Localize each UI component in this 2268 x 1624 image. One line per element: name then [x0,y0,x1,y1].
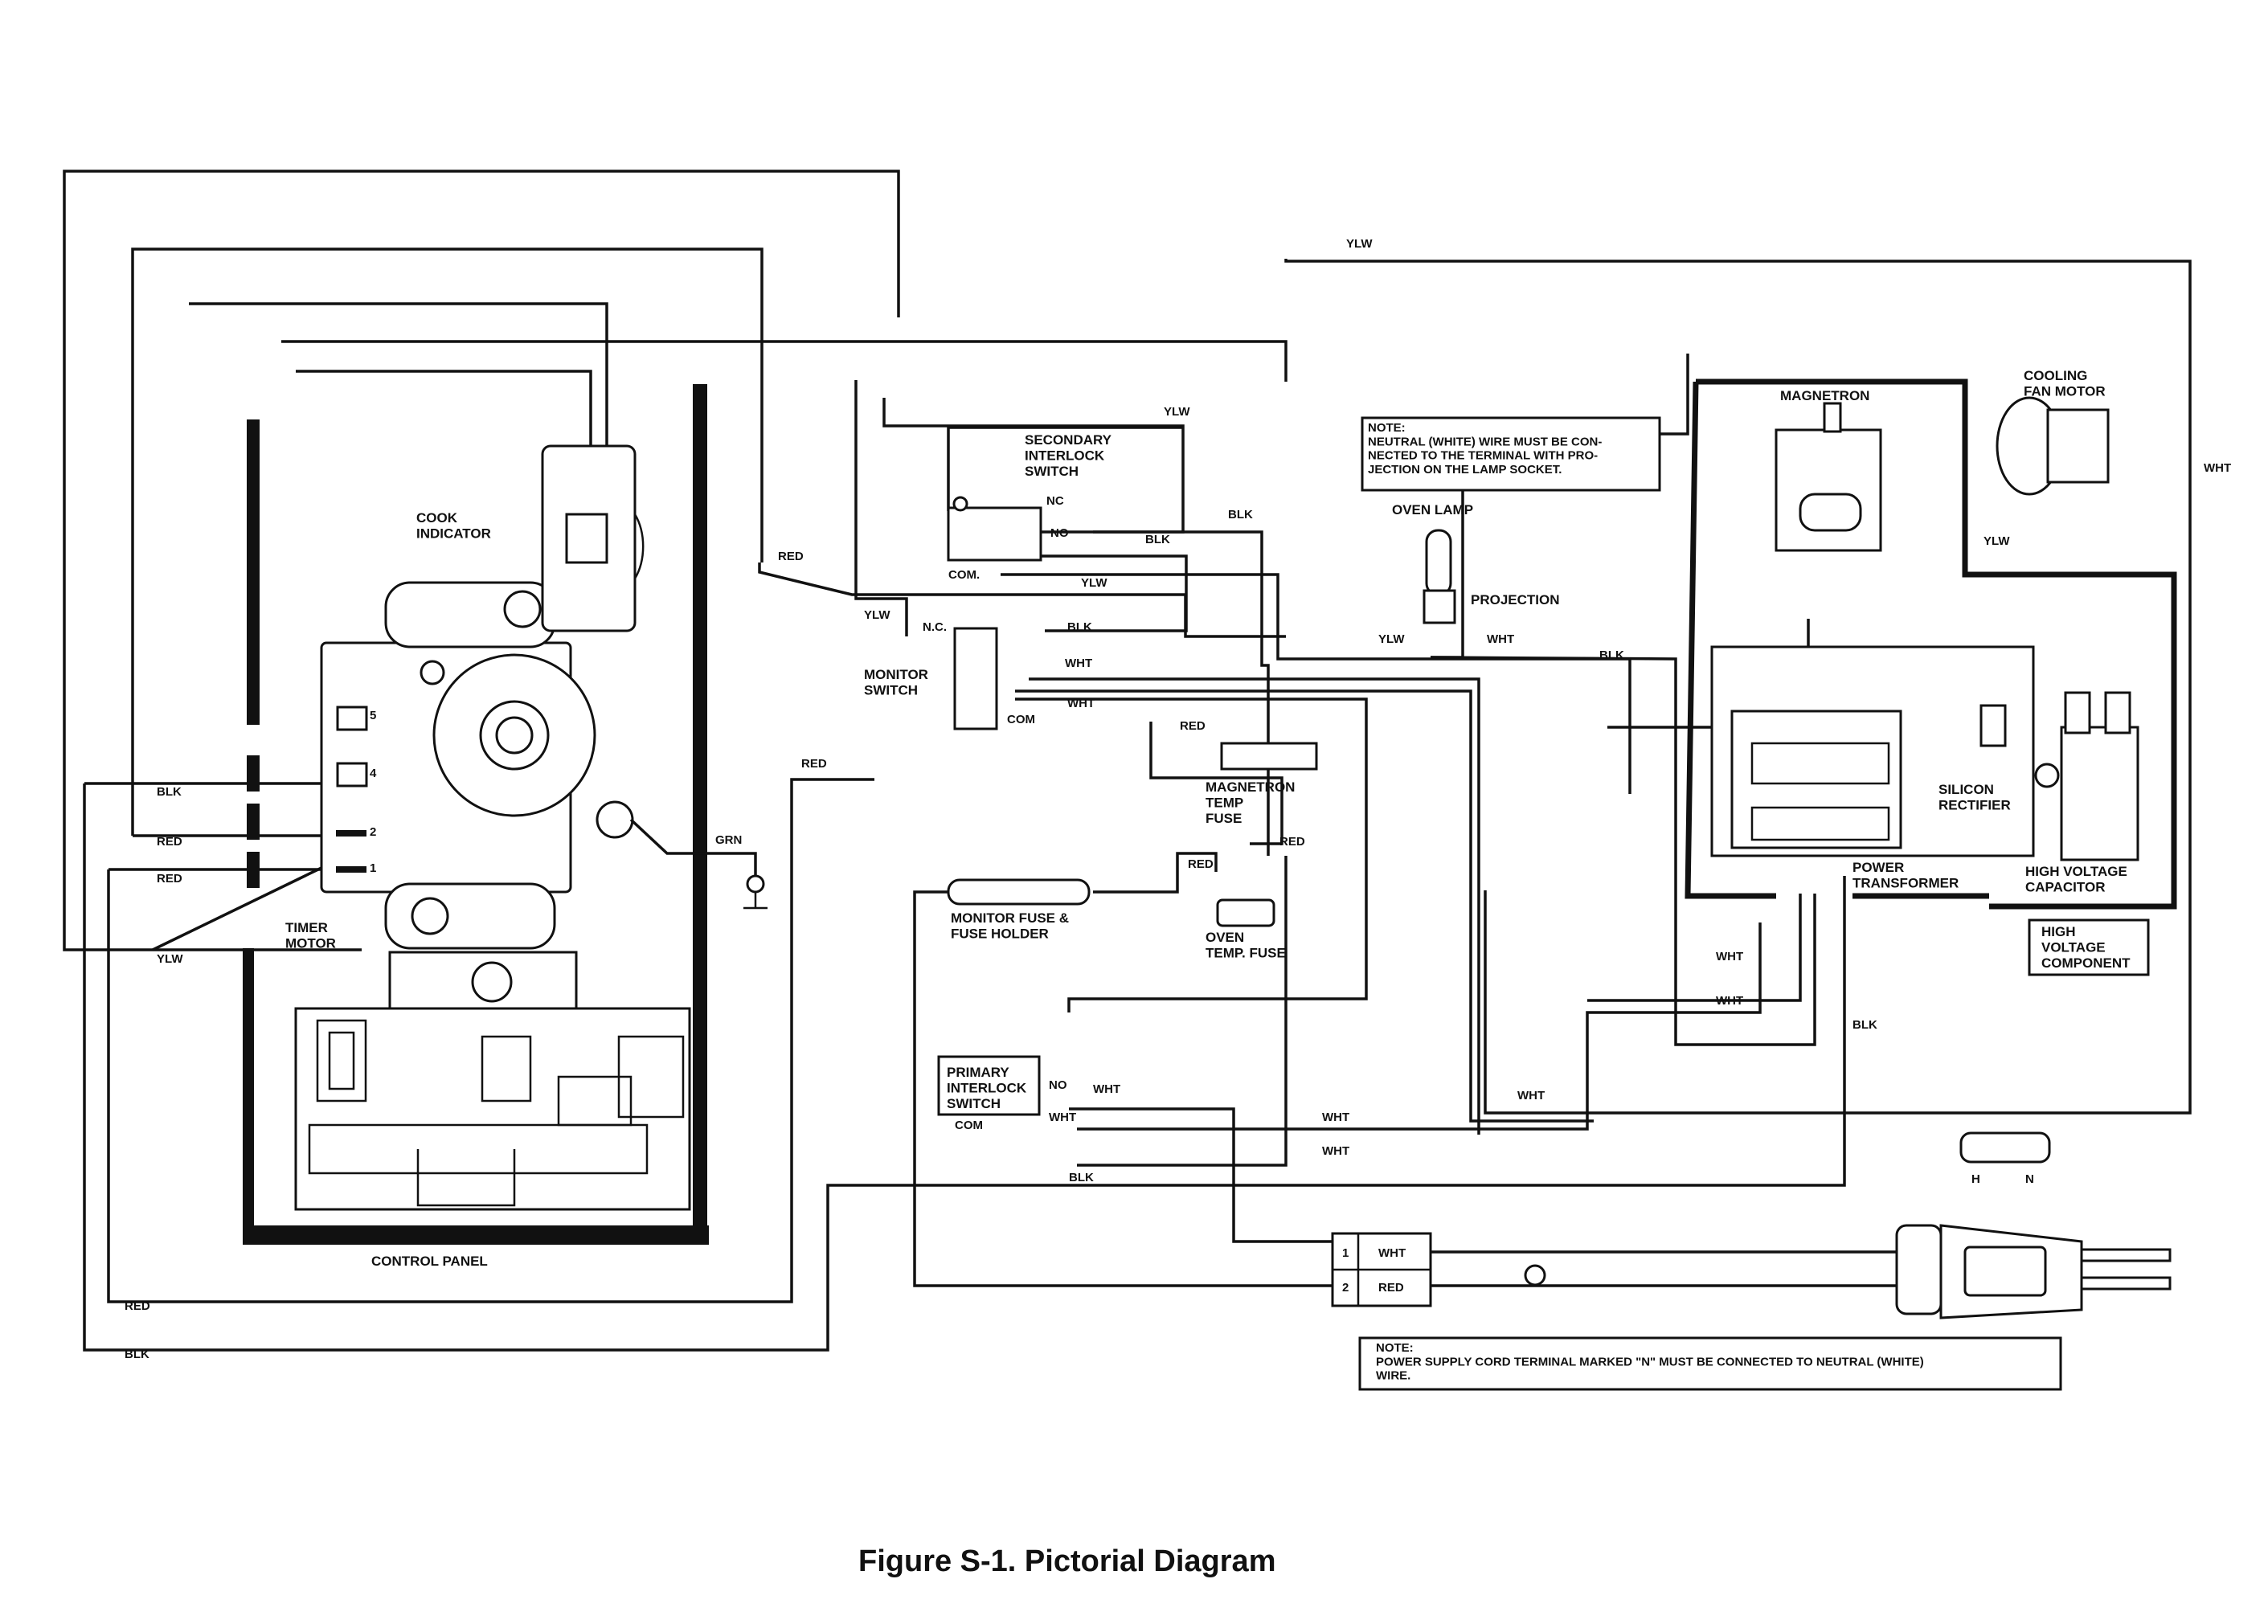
wire-red-4: RED [1279,835,1305,849]
cord-note: NOTE:POWER SUPPLY CORD TERMINAL MARKED "… [1376,1341,1924,1383]
wire-blk-1: BLK [1228,508,1253,522]
wire-blk-7: BLK [157,785,182,799]
power-cord [1331,1131,2172,1319]
wire-red-7: RED [157,872,182,886]
wire-blk-2: BLK [1145,533,1170,546]
high-voltage-area [1685,378,2177,976]
term-nc: NC [1046,494,1064,508]
wire-red-1: RED [778,550,804,563]
wire-wht-3: WHT [1067,697,1095,710]
wire-wht-10: WHT [1322,1111,1349,1124]
wire-blk-3: BLK [1067,620,1092,634]
wire-wht-4: WHT [2204,461,2231,475]
plug-label-h: H [1971,1172,1980,1186]
label-oven-lamp: OVEN LAMP [1392,502,1473,517]
wire-blk-5: BLK [1852,1018,1877,1032]
terminal-block-2-num: 2 [1342,1281,1349,1295]
wire-red-8: RED [125,1299,150,1313]
wire-blk-6: BLK [1069,1171,1094,1184]
terminal-block-1-color: WHT [1378,1246,1406,1260]
label-magnetron: MAGNETRON [1780,388,1869,403]
wire-wht-2: WHT [1065,657,1092,670]
center-parts [937,496,1456,1116]
wire-ylw-2: YLW [1164,405,1190,419]
lamp-note-box [1361,416,1661,492]
wires-left [63,170,1846,1352]
wire-blk-8: BLK [125,1348,149,1361]
lamp-note: NOTE:NEUTRAL (WHITE) WIRE MUST BE CON-NE… [1368,421,1602,477]
cord-note-box [1358,1336,2062,1391]
wire-wht-9: WHT [1049,1111,1076,1124]
wire-ylw-6: YLW [1983,534,2010,548]
wire-wht-8: WHT [1093,1082,1120,1096]
term-com: COM. [948,568,980,582]
wire-ylw-5: YLW [1378,632,1405,646]
wire-grn: GRN [715,833,742,847]
timer-terminal-5: 5 [370,709,376,722]
wire-red-6: RED [157,835,182,849]
timer-terminal-1: 1 [370,861,376,875]
term-com2: COM [1007,713,1035,726]
wire-ylw-7: YLW [157,952,183,966]
timer-terminal-2: 2 [370,825,376,839]
wire-ylw-4: YLW [864,608,890,622]
wire-ylw-1: YLW [1346,237,1373,251]
label-monitor-fuse: MONITOR FUSE &FUSE HOLDER [951,910,1069,942]
wire-wht-11: WHT [1322,1144,1349,1158]
terminal-block-1-num: 1 [1342,1246,1349,1260]
term-com3: COM [955,1119,983,1132]
figure-caption: Figure S-1. Pictorial Diagram [858,1544,1275,1578]
label-projection: PROJECTION [1471,592,1560,607]
timer-terminal-4: 4 [370,767,377,780]
wire-red-3: RED [1180,719,1206,733]
label-control-panel: CONTROL PANEL [371,1254,488,1269]
terminal-block-2-color: RED [1378,1281,1404,1295]
term-no: NO [1050,526,1069,540]
wire-wht-7: WHT [1517,1089,1545,1102]
wire-ylw-3: YLW [1081,576,1107,590]
term-no3: NO [1049,1078,1067,1092]
control-panel-assembly [243,384,768,1245]
plug-label-n: N [2025,1172,2034,1186]
wires-right [854,259,2192,1287]
wire-blk-4: BLK [1599,648,1624,662]
wire-wht-5: WHT [1716,950,1743,963]
wire-red-2: RED [801,757,827,771]
wire-wht-6: WHT [1716,994,1743,1008]
wire-wht-1: WHT [1487,632,1514,646]
wire-red-5: RED [1188,857,1214,871]
term-nc2: N.C. [923,620,947,634]
